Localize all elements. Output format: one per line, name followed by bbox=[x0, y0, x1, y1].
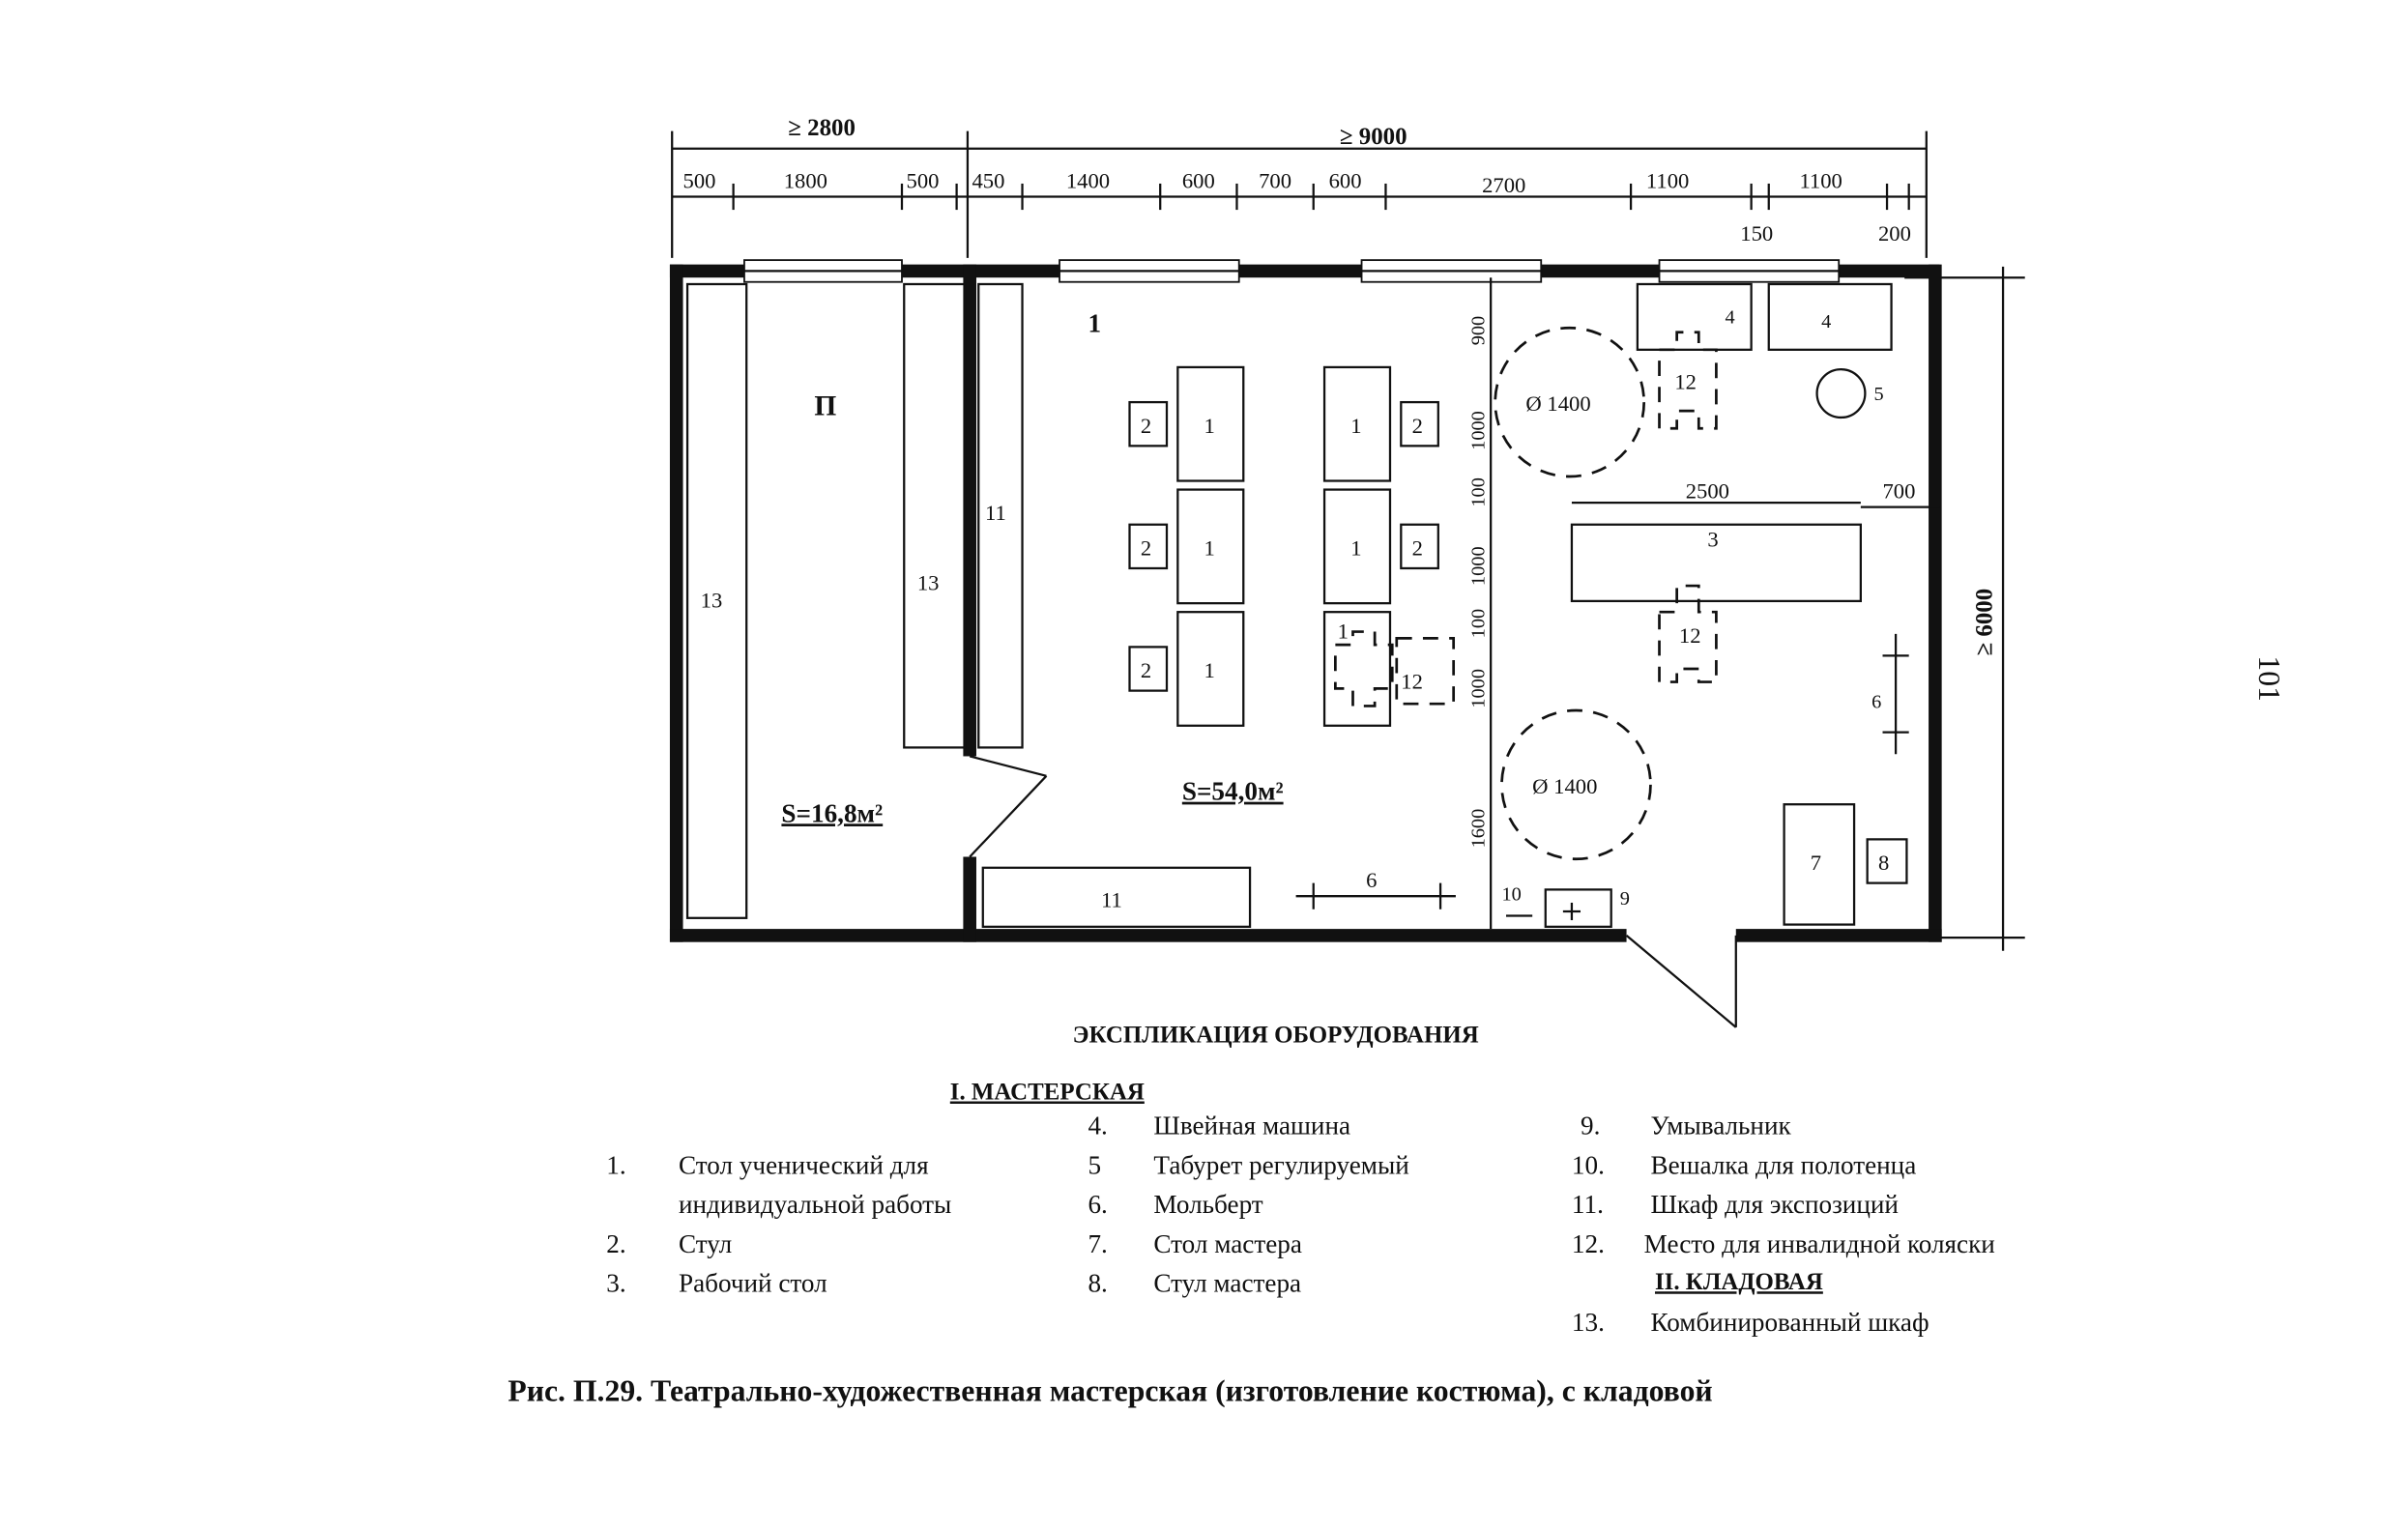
legend-title: ЭКСПЛИКАЦИЯ ОБОРУДОВАНИЯ bbox=[1073, 1023, 1479, 1049]
circle-label-a: Ø 1400 bbox=[1525, 391, 1590, 416]
legend-label-7: Стол мастера bbox=[1153, 1229, 1302, 1258]
dim-150: 150 bbox=[1740, 221, 1773, 245]
dim-1400: 1400 bbox=[1066, 168, 1110, 192]
dim-700: 700 bbox=[1259, 168, 1291, 192]
legend-num-6: 6. bbox=[1088, 1190, 1107, 1219]
vdim-100-b: 100 bbox=[1467, 609, 1489, 639]
tag-10: 10 bbox=[1501, 884, 1521, 906]
legend-num-11: 11. bbox=[1572, 1190, 1604, 1219]
legend-label-12: Место для инвалидной коляски bbox=[1644, 1229, 1995, 1258]
workshop-room: 11 11 1 S=54,0м² 1 1 1 2 2 2 1 1 1 2 2 bbox=[977, 277, 1940, 930]
legend-label-6: Мольберт bbox=[1153, 1190, 1262, 1219]
legend-num-8: 8. bbox=[1088, 1269, 1107, 1298]
dim-overall-left: ≥ 2800 bbox=[788, 115, 856, 141]
legend-num-12: 12. bbox=[1572, 1229, 1605, 1258]
tag-8: 8 bbox=[1878, 851, 1889, 875]
dim-200: 200 bbox=[1878, 221, 1911, 245]
tag-1-c: 1 bbox=[1204, 658, 1215, 682]
legend-label-3: Рабочий стол bbox=[679, 1269, 827, 1298]
vdim-1000-c: 1000 bbox=[1467, 669, 1489, 708]
legend-section-1: I. МАСТЕРСКАЯ bbox=[950, 1080, 1145, 1106]
tag-11-b: 11 bbox=[1101, 888, 1122, 912]
tag-5: 5 bbox=[1873, 384, 1883, 405]
tag-2-c: 2 bbox=[1141, 658, 1151, 682]
dim-2500: 2500 bbox=[1686, 479, 1729, 504]
tag-4-b: 4 bbox=[1821, 311, 1831, 332]
dim-2700: 2700 bbox=[1482, 173, 1525, 197]
dim-700-right: 700 bbox=[1883, 479, 1916, 504]
dim-500-a: 500 bbox=[683, 168, 716, 192]
tag-6-b: 6 bbox=[1366, 868, 1377, 892]
room-area-i: S=54,0м² bbox=[1182, 777, 1284, 806]
legend-num-5: 5 bbox=[1088, 1150, 1101, 1179]
tag-12-a: 12 bbox=[1401, 669, 1423, 693]
legend-num-2: 2. bbox=[606, 1229, 625, 1258]
legend-label-5: Табурет регулируемый bbox=[1153, 1150, 1408, 1179]
tag-1-a: 1 bbox=[1204, 414, 1215, 438]
dim-1100-b: 1100 bbox=[1799, 168, 1842, 192]
legend-num-3: 3. bbox=[606, 1269, 625, 1298]
doors bbox=[969, 755, 1737, 1028]
legend-num-4: 4. bbox=[1088, 1111, 1107, 1140]
tag-6-a: 6 bbox=[1871, 692, 1881, 713]
right-dimension: ≥ 6000 bbox=[1904, 266, 2025, 951]
legend-label-11: Шкаф для экспозиций bbox=[1650, 1190, 1898, 1219]
dim-600-b: 600 bbox=[1329, 168, 1362, 192]
tag-4-a: 4 bbox=[1725, 307, 1734, 329]
circle-label-b: Ø 1400 bbox=[1532, 774, 1597, 798]
legend-label-1: Стол ученический для bbox=[679, 1150, 929, 1179]
room-label-ii: П bbox=[814, 391, 836, 422]
dim-1100-a: 1100 bbox=[1646, 168, 1689, 192]
storage-room: 13 13 П S=16,8м² bbox=[685, 282, 967, 919]
tag-7: 7 bbox=[1811, 851, 1821, 875]
legend-label-8: Стул мастера bbox=[1153, 1269, 1301, 1298]
legend-section-2: II. КЛАДОВАЯ bbox=[1655, 1269, 1823, 1295]
legend-label-13: Комбинированный шкаф bbox=[1650, 1308, 1929, 1337]
tag-13-b: 13 bbox=[917, 571, 940, 595]
tag-1-e: 1 bbox=[1350, 535, 1361, 560]
tag-1-f: 1 bbox=[1338, 619, 1349, 643]
dim-height: ≥ 6000 bbox=[1972, 589, 1998, 656]
tag-3: 3 bbox=[1707, 527, 1718, 551]
dim-1800: 1800 bbox=[784, 168, 827, 192]
dim-450: 450 bbox=[972, 168, 1004, 192]
vdim-1600: 1600 bbox=[1467, 809, 1489, 849]
dim-500-b: 500 bbox=[907, 168, 940, 192]
tag-13-a: 13 bbox=[701, 589, 723, 613]
tag-12-b: 12 bbox=[1674, 370, 1697, 394]
tag-2-b: 2 bbox=[1141, 535, 1151, 560]
tag-1-d: 1 bbox=[1350, 414, 1361, 438]
legend-num-13: 13. bbox=[1572, 1308, 1605, 1337]
room-area-ii: S=16,8м² bbox=[781, 798, 883, 827]
legend-label-1b: индивидуальной работы bbox=[679, 1190, 951, 1219]
legend-num-10: 10. bbox=[1572, 1150, 1605, 1179]
tag-12-c: 12 bbox=[1679, 623, 1701, 648]
tag-2-e: 2 bbox=[1412, 535, 1423, 560]
figure-caption: Рис. П.29. Театрально-художественная мас… bbox=[508, 1374, 1712, 1408]
vdim-1000-a: 1000 bbox=[1467, 411, 1489, 450]
legend-label-9: Умывальник bbox=[1650, 1111, 1791, 1140]
tag-1-b: 1 bbox=[1204, 535, 1215, 560]
legend-num-1: 1. bbox=[606, 1150, 625, 1179]
legend-label-2: Стул bbox=[679, 1229, 732, 1258]
legend-label-4: Швейная машина bbox=[1153, 1111, 1350, 1140]
tag-2-a: 2 bbox=[1141, 414, 1151, 438]
dim-600-a: 600 bbox=[1182, 168, 1215, 192]
legend-num-7: 7. bbox=[1088, 1229, 1107, 1258]
legend: ЭКСПЛИКАЦИЯ ОБОРУДОВАНИЯ I. МАСТЕРСКАЯ 1… bbox=[606, 1023, 1995, 1337]
room-label-i: 1 bbox=[1088, 309, 1101, 338]
vdim-900: 900 bbox=[1467, 316, 1489, 346]
page-number: 101 bbox=[2252, 655, 2286, 701]
legend-label-10: Вешалка для полотенца bbox=[1650, 1150, 1916, 1179]
vdim-1000-b: 1000 bbox=[1467, 546, 1489, 586]
dim-overall-right: ≥ 9000 bbox=[1340, 124, 1407, 150]
vdim-100-a: 100 bbox=[1467, 477, 1489, 507]
legend-num-9: 9. bbox=[1581, 1111, 1600, 1140]
top-dimensions: ≥ 2800 ≥ 9000 500 1800 500 450 1400 600 … bbox=[671, 115, 1928, 258]
tag-9: 9 bbox=[1620, 888, 1630, 909]
tag-2-d: 2 bbox=[1412, 414, 1423, 438]
tag-11-a: 11 bbox=[985, 501, 1006, 525]
